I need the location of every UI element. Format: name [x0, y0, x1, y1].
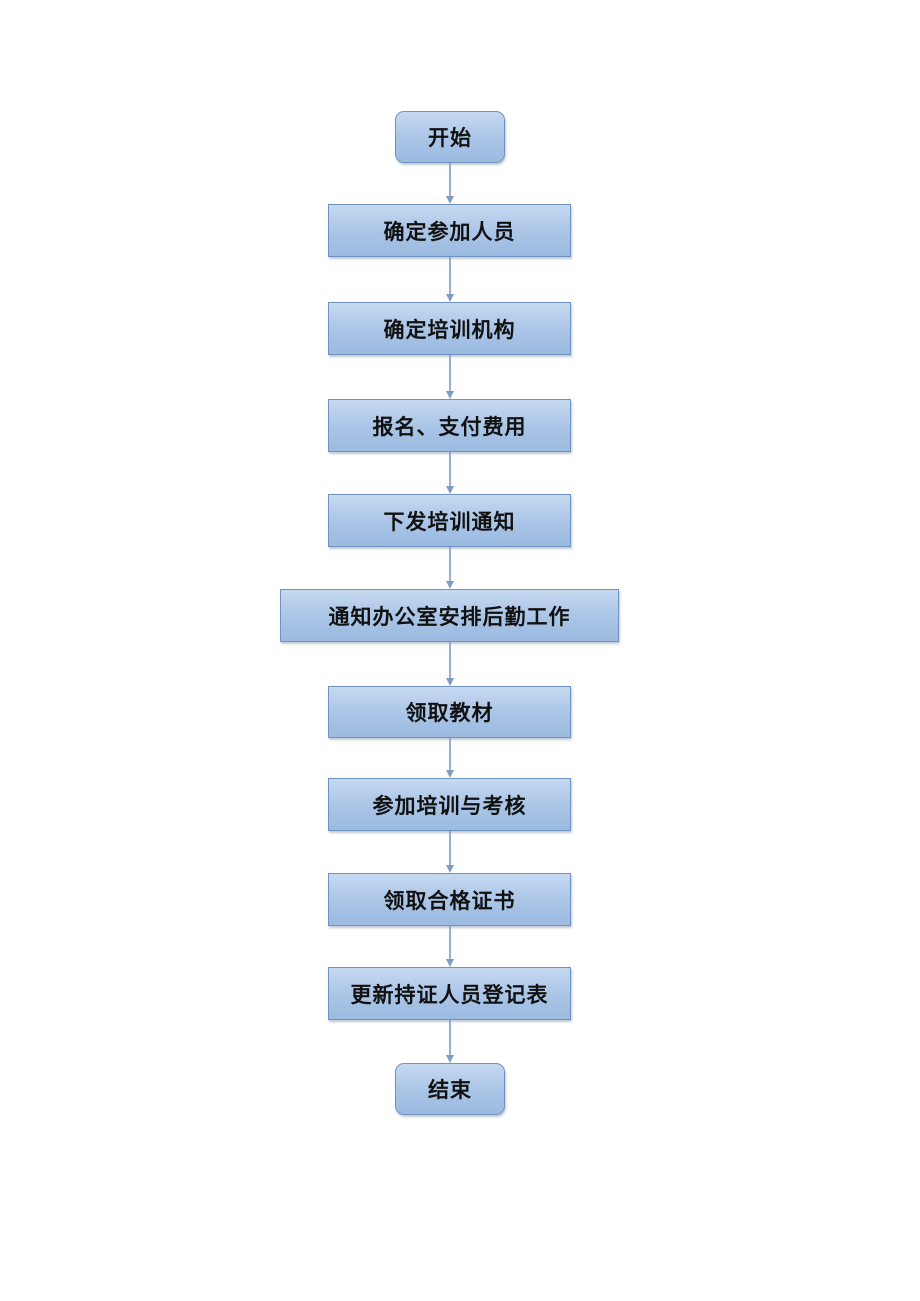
arrowhead-notify-office: [446, 581, 454, 589]
end-node: 结束: [395, 1063, 505, 1115]
get-certificate-node: 领取合格证书: [328, 873, 571, 926]
get-materials-node: 领取教材: [328, 686, 571, 738]
register-pay-node: 报名、支付费用: [328, 399, 571, 452]
attend-training-node: 参加培训与考核: [328, 778, 571, 831]
start-node: 开始: [395, 111, 505, 163]
arrowhead-get-certificate: [446, 865, 454, 873]
confirm-institution-node: 确定培训机构: [328, 302, 571, 355]
arrowhead-confirm-institution: [446, 294, 454, 302]
confirm-participants-node: 确定参加人员: [328, 204, 571, 257]
issue-notice-node: 下发培训通知: [328, 494, 571, 547]
arrowhead-confirm-participants: [446, 196, 454, 204]
update-register-node: 更新持证人员登记表: [328, 967, 571, 1020]
arrowhead-update-register: [446, 959, 454, 967]
arrowhead-issue-notice: [446, 486, 454, 494]
arrowhead-register-pay: [446, 391, 454, 399]
arrowhead-attend-training: [446, 770, 454, 778]
arrowhead-get-materials: [446, 678, 454, 686]
notify-office-node: 通知办公室安排后勤工作: [280, 589, 619, 642]
arrowhead-end: [446, 1055, 454, 1063]
